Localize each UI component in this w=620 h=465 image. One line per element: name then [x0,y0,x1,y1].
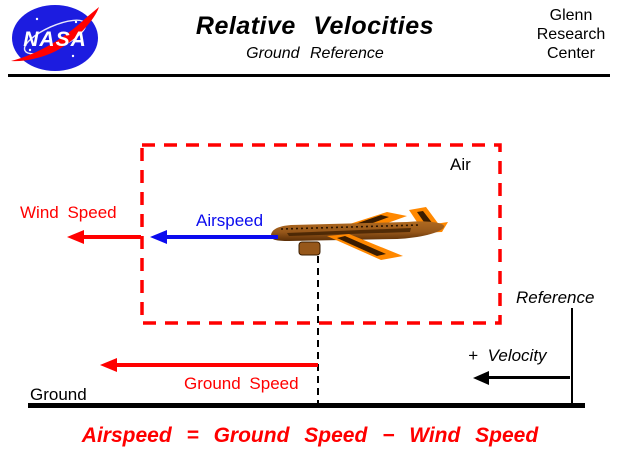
arrow-shaft [488,376,570,379]
header-divider [8,74,610,77]
arrow-shaft [82,235,141,239]
airspeed-label: Airspeed [196,211,264,230]
projection-dashed-line [317,256,319,404]
airplane-icon [271,207,448,260]
arrow-head-icon [100,358,117,372]
air-frame-box [140,143,502,325]
nasa-logo-text: NASA [23,28,87,51]
air-label: Air [450,155,471,174]
page-subtitle: Ground Reference [246,45,384,62]
page-title: Relative Velocities [195,12,435,40]
arrow-head-icon [473,371,489,385]
nasa-logo-icon: NASA [11,5,99,71]
reference-label: Reference [516,288,595,307]
org-name: Glenn Research Center [524,6,618,63]
positive-velocity-arrow [473,371,570,385]
ground-speed-arrow [100,358,318,372]
wind-speed-label: Wind Speed [20,203,117,222]
equation-text: Airspeed = Ground Speed − Wind Speed [81,424,539,447]
org-line: Center [546,45,596,62]
wind-speed-arrow [67,230,141,244]
org-line: Research [536,26,606,43]
airspeed-arrow [150,230,278,244]
arrow-shaft [165,235,278,239]
arrow-head-icon [150,230,167,244]
ground-line [28,403,585,408]
ground-label: Ground [30,385,87,404]
title-block: Relative Velocities Ground Reference [125,12,505,63]
arrow-head-icon [67,230,84,244]
reference-line [571,308,573,404]
ground-speed-label: Ground Speed [184,374,299,393]
org-line: Glenn [549,7,593,24]
positive-velocity-label: + Velocity [468,346,547,365]
arrow-shaft [115,363,318,367]
